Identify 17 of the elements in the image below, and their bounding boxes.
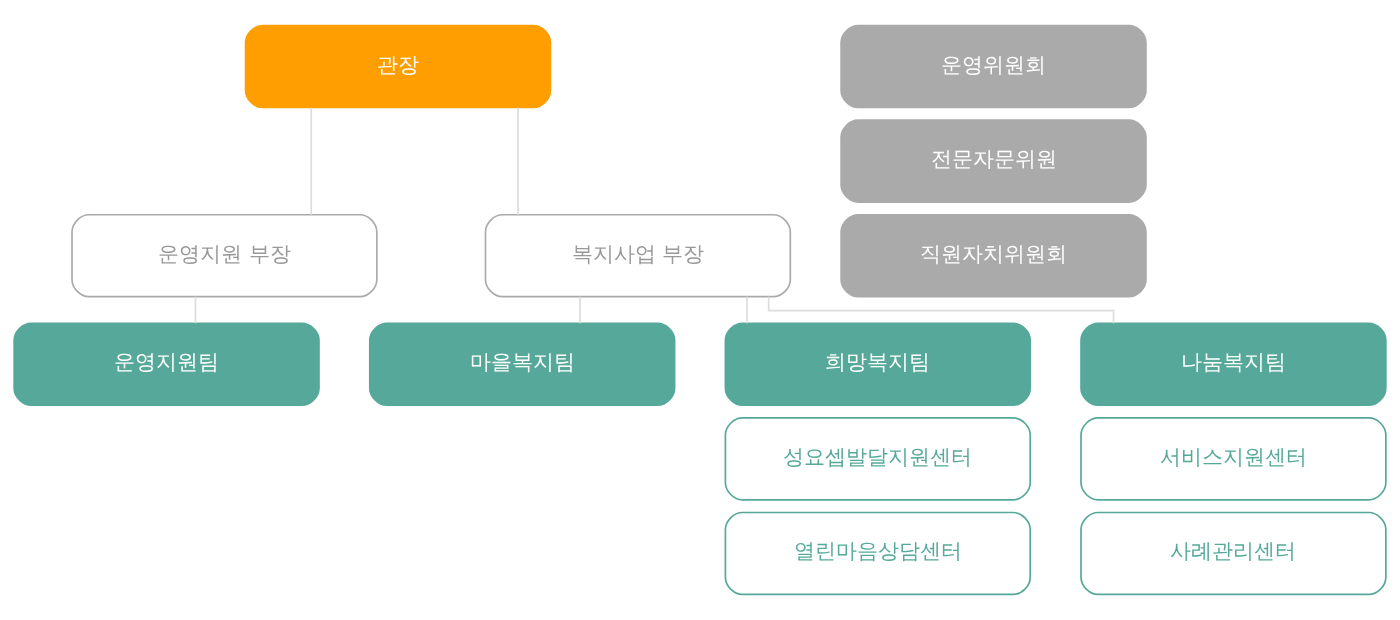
node-box: 나눔복지팀	[1080, 322, 1387, 407]
node-box: 성요셉발달지원센터	[724, 417, 1032, 501]
connector	[194, 295, 197, 325]
node-box: 운영위원회	[840, 24, 1147, 109]
node-box: 운영지원 부장	[71, 213, 378, 298]
node-box: 관장	[244, 24, 552, 109]
node-box: 사례관리센터	[1080, 511, 1387, 596]
node-box: 직원자치위원회	[840, 213, 1147, 298]
node-box: 운영지원팀	[13, 322, 320, 407]
connector	[310, 106, 313, 216]
node-box: 마을복지팀	[368, 322, 676, 407]
node-box: 복지사업 부장	[484, 213, 792, 298]
node-box: 전문자문위원	[840, 119, 1147, 203]
node-box: 서비스지원센터	[1080, 417, 1387, 501]
node-box: 희망복지팀	[724, 322, 1032, 407]
node-box: 열린마음상담센터	[724, 511, 1032, 596]
connector	[767, 295, 1115, 324]
